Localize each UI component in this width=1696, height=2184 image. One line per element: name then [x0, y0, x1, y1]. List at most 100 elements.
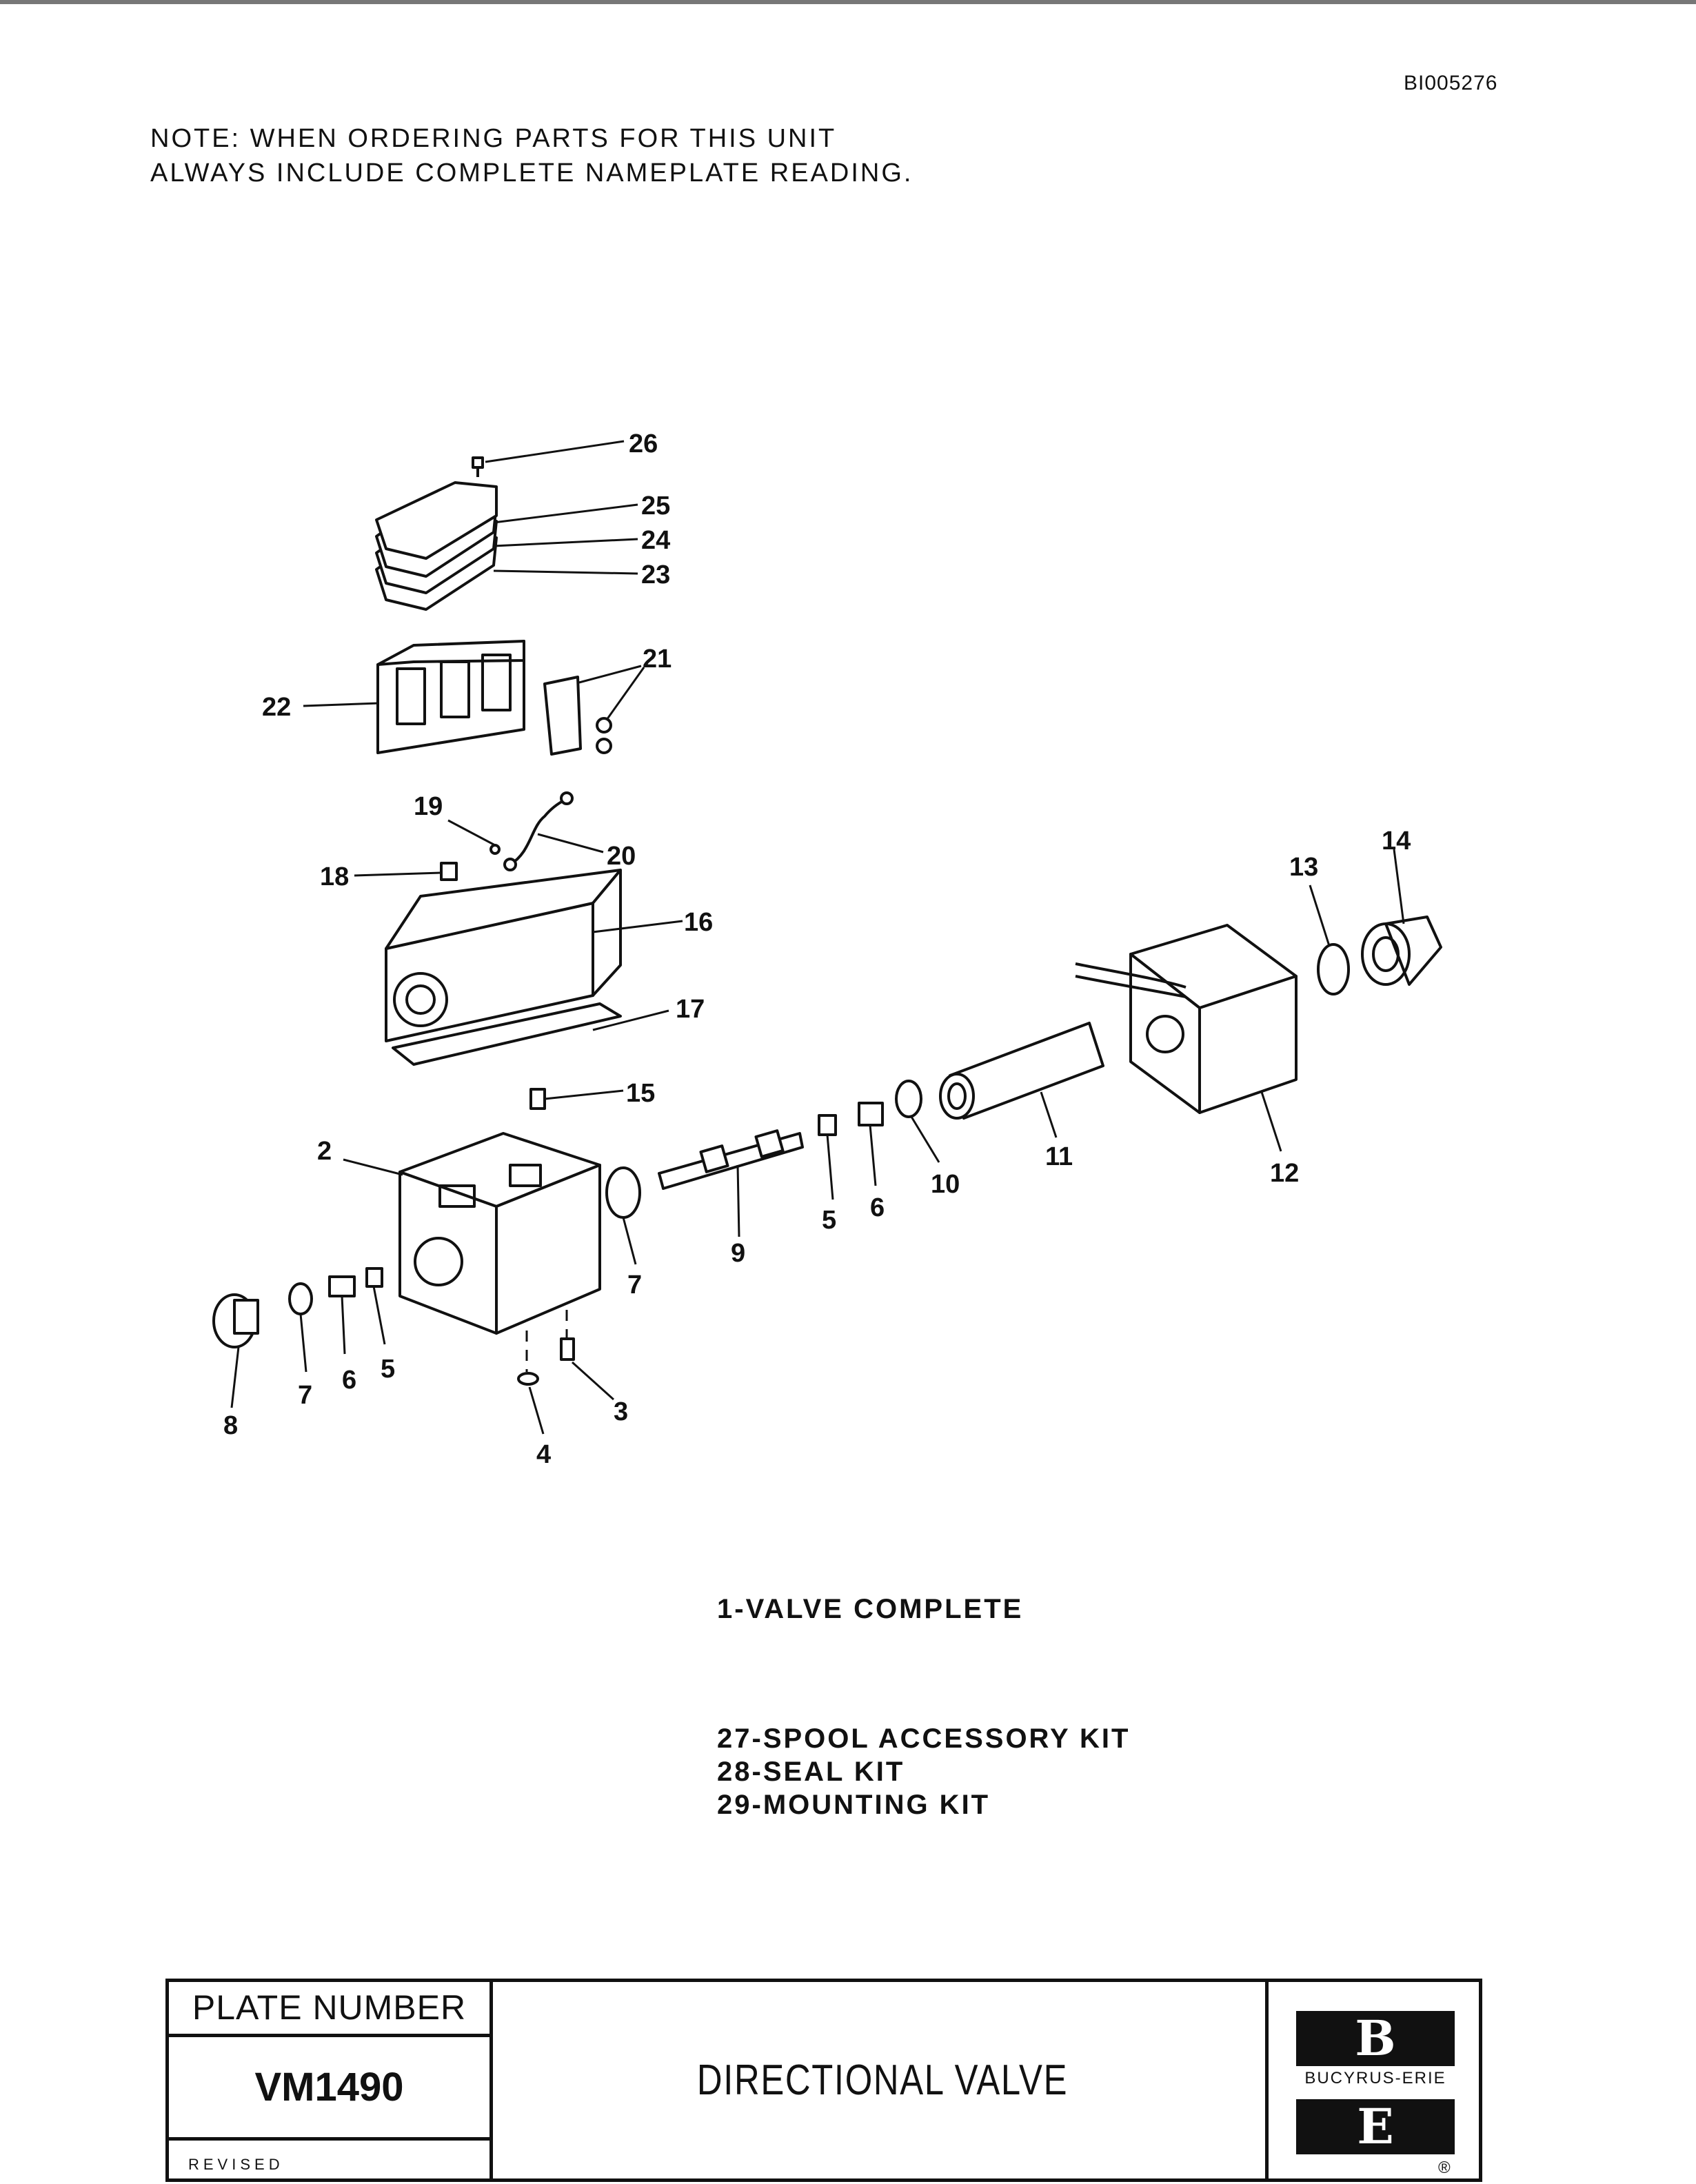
leader-23: [493, 569, 638, 575]
part-9-spool: [658, 1129, 804, 1190]
logo-e-block: E: [1296, 2099, 1455, 2154]
part-18-screw: [440, 862, 458, 881]
part-15-screw: [529, 1088, 546, 1110]
leader-16: [592, 920, 683, 933]
revised-cell: REVISED: [169, 2141, 493, 2182]
part-5-washer-left: [365, 1267, 383, 1288]
part-3-pin: [560, 1337, 575, 1361]
part-6-spring-right: [858, 1102, 884, 1126]
leader-7a: [622, 1217, 637, 1265]
leader-14: [1393, 849, 1405, 924]
logo-e-letter: E: [1357, 2098, 1394, 2155]
callout-5b: 5: [381, 1355, 395, 1384]
part-2-valve-body: [398, 1132, 601, 1335]
title-block: PLATE NUMBER VM1490 REVISED DIRECTIONAL …: [165, 1979, 1482, 2182]
callout-22: 22: [262, 693, 291, 722]
bucyrus-erie-logo: B BUCYRUS-ERIE E ®: [1265, 1982, 1479, 2178]
callout-20: 20: [607, 842, 636, 871]
note-line-2: ALWAYS INCLUDE COMPLETE NAMEPLATE READIN…: [150, 159, 913, 188]
parts-list-spool-kit: 27-SPOOL ACCESSORY KIT: [717, 1723, 1131, 1754]
part-16-housing: [385, 869, 622, 1042]
leader-6b: [341, 1295, 346, 1355]
leader-7b: [299, 1313, 307, 1373]
callout-4: 4: [536, 1440, 551, 1469]
callout-15: 15: [626, 1079, 655, 1108]
part-20-ground-wire: [503, 791, 574, 871]
part-23-25-cover-plates: [375, 481, 498, 611]
part-22-terminal-block: [376, 640, 525, 754]
leader-17: [592, 1009, 669, 1031]
callout-18: 18: [320, 862, 349, 891]
registered-mark: ®: [1438, 2158, 1451, 2177]
callout-26: 26: [629, 429, 658, 458]
callout-19: 19: [414, 792, 443, 821]
leader-4: [528, 1386, 545, 1435]
leader-8: [230, 1346, 240, 1408]
callout-21: 21: [643, 645, 672, 674]
leader-11: [1040, 1091, 1058, 1138]
callout-2: 2: [317, 1137, 332, 1166]
plate-number-value: VM1490: [169, 2037, 493, 2141]
callout-11: 11: [1045, 1142, 1073, 1171]
leader-21b: [605, 667, 645, 720]
callout-6a: 6: [870, 1193, 885, 1222]
callout-17: 17: [676, 995, 705, 1024]
part-17-gasket: [392, 1002, 622, 1066]
leader-5b: [372, 1286, 386, 1345]
logo-b-block: B: [1296, 2011, 1455, 2066]
logo-company-name: BUCYRUS-ERIE: [1304, 2069, 1446, 2087]
part-7-oring-right: [605, 1166, 641, 1219]
leader-12: [1260, 1091, 1282, 1152]
leader-15: [544, 1089, 624, 1100]
part-14-coil-nut: [1361, 916, 1442, 986]
callout-6b: 6: [342, 1366, 356, 1395]
leader-18: [354, 871, 442, 877]
leader-22: [303, 702, 380, 707]
parts-list-valve-complete: 1-VALVE COMPLETE: [717, 1594, 1024, 1624]
leader-6a: [869, 1124, 877, 1186]
callout-12: 12: [1270, 1159, 1299, 1188]
leader-19: [447, 819, 496, 847]
callout-23: 23: [641, 560, 670, 589]
leader-2: [343, 1158, 403, 1176]
leader-25: [493, 503, 638, 524]
callout-16: 16: [684, 908, 713, 937]
callout-14: 14: [1382, 827, 1411, 856]
part-6-spring-left: [328, 1275, 356, 1297]
parts-list-mounting-kit: 29-MOUNTING KIT: [717, 1790, 991, 1820]
leader-5a: [826, 1134, 834, 1200]
leader-10: [910, 1116, 940, 1163]
leader-21a: [578, 665, 642, 684]
leader-20: [537, 833, 604, 853]
top-border-line: [0, 0, 1696, 4]
leader-9: [736, 1164, 740, 1237]
part-11-solenoid-tube: [939, 1022, 1104, 1120]
part-13-oring: [1317, 943, 1350, 995]
logo-b-letter: B: [1355, 2010, 1396, 2067]
parts-list-seal-kit: 28-SEAL KIT: [717, 1757, 905, 1787]
plate-number-label: PLATE NUMBER: [169, 1982, 493, 2037]
callout-7a: 7: [627, 1271, 642, 1300]
callout-13: 13: [1289, 853, 1318, 882]
part-12-coil-housing: [1075, 924, 1298, 1114]
part-21-cap-and-screws: [543, 676, 612, 756]
callout-5a: 5: [822, 1206, 836, 1235]
part-4-oring: [517, 1372, 539, 1386]
leader-24: [493, 538, 638, 547]
leader-13: [1309, 884, 1331, 947]
drawing-title: DIRECTIONAL VALVE: [696, 2056, 1069, 2104]
part-10-oring: [895, 1080, 922, 1118]
leader-26: [485, 440, 625, 463]
document-id: BI005276: [1404, 72, 1498, 94]
part-19-screw: [489, 844, 501, 855]
callout-25: 25: [641, 492, 670, 520]
callout-9: 9: [731, 1239, 745, 1268]
part-8-plug: [212, 1293, 259, 1348]
callout-3: 3: [614, 1397, 628, 1426]
callout-10: 10: [931, 1170, 960, 1199]
part-26-screw: [472, 456, 484, 477]
ordering-note: NOTE: WHEN ORDERING PARTS FOR THIS UNIT …: [150, 121, 913, 190]
callout-24: 24: [641, 526, 670, 555]
part-7-oring-left: [288, 1282, 313, 1315]
